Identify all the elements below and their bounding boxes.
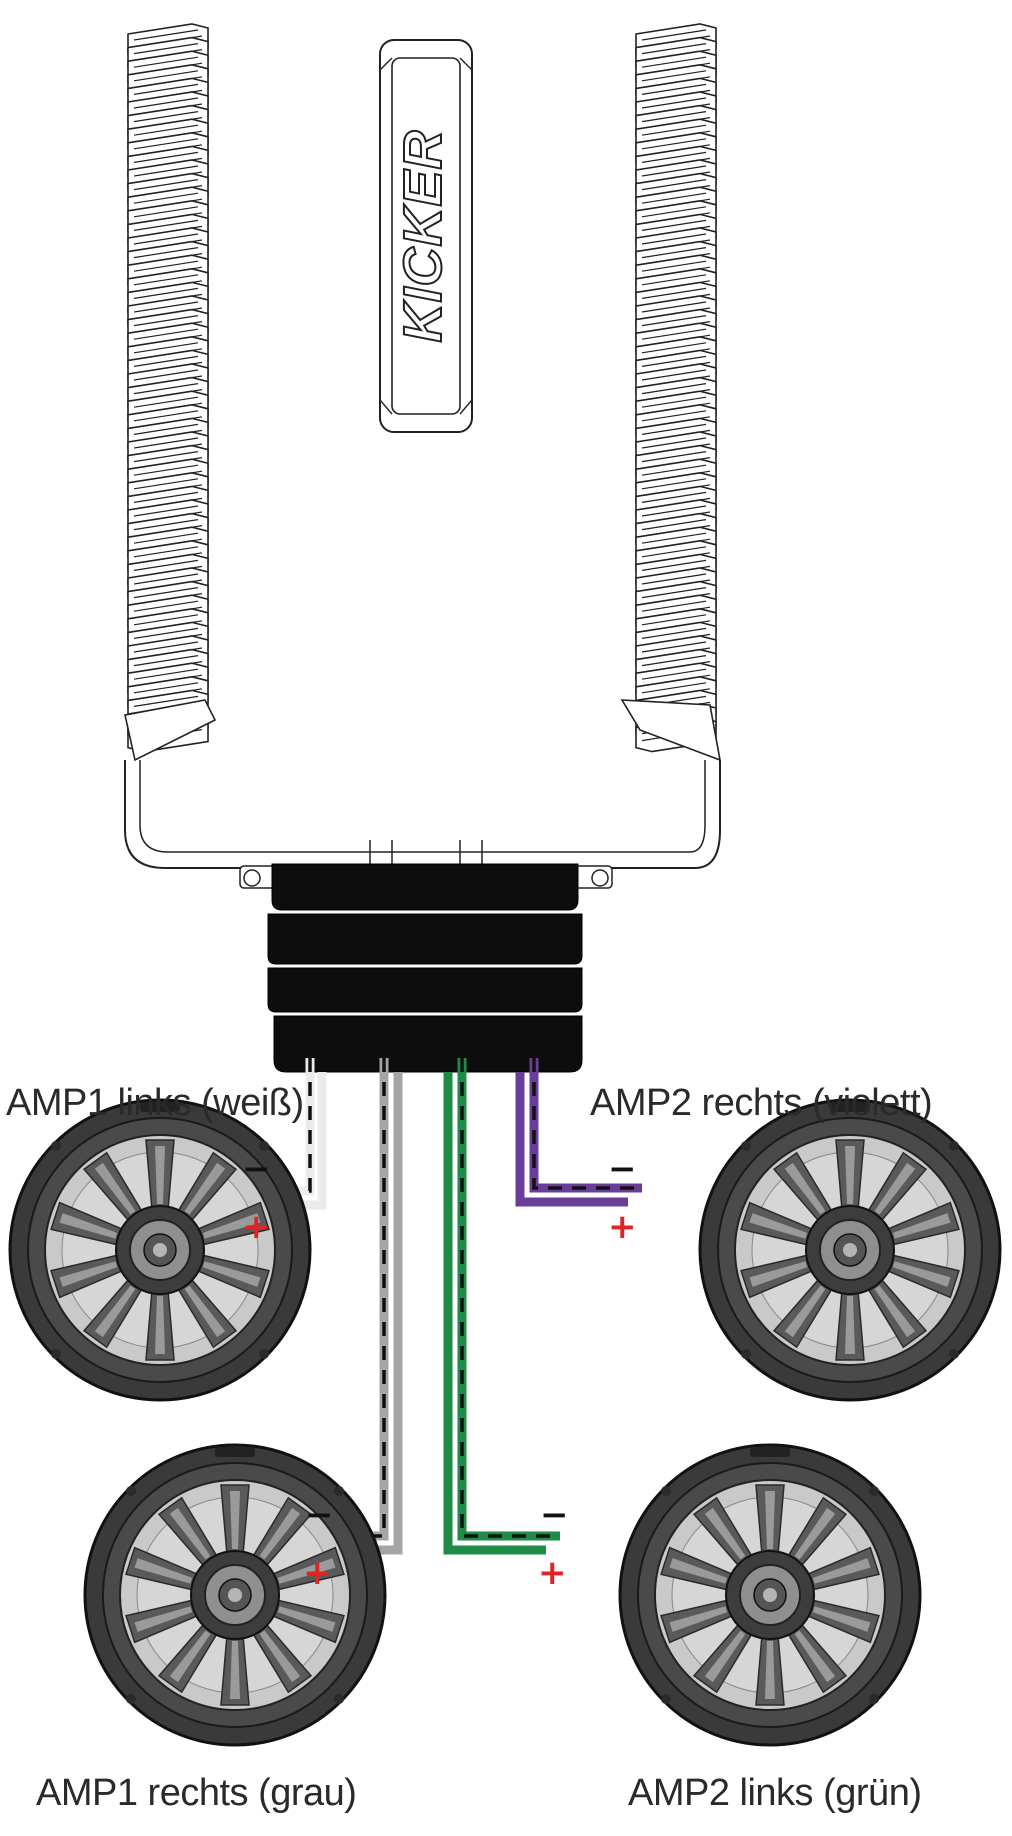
speaker-amp2-left	[618, 1443, 922, 1747]
speaker-amp2-right	[698, 1098, 1002, 1402]
terminal-positive-amp1-left: +	[242, 1207, 271, 1247]
label-amp1-left: AMP1 links (weiß)	[6, 1082, 304, 1124]
wire-positive	[443, 1072, 546, 1555]
wire-negative-stripe	[532, 1058, 642, 1190]
speaker-wires	[228, 1058, 642, 1555]
terminal-negative-amp1-right: −	[305, 1495, 334, 1535]
terminal-negative-amp2-left: −	[540, 1495, 569, 1535]
wire-positive	[515, 1072, 628, 1207]
terminal-positive-amp1-right: +	[303, 1553, 332, 1593]
amplifier-icon: KICKER	[124, 20, 722, 869]
terminal-negative-amp2-right: −	[608, 1149, 637, 1189]
terminal-negative-amp1-left: −	[242, 1149, 271, 1189]
speaker-amp1-left	[8, 1098, 312, 1402]
label-amp2-left: AMP2 links (grün)	[628, 1772, 922, 1814]
wire-negative-sheath	[457, 1058, 560, 1541]
speaker-icon	[618, 1443, 922, 1747]
terminal-positive-amp2-right: +	[608, 1207, 637, 1247]
speaker-amp1-right	[83, 1443, 387, 1747]
wire-harness	[239, 863, 613, 1073]
label-amp2-right: AMP2 rechts (violett)	[590, 1082, 933, 1124]
label-amp1-right: AMP1 rechts (grau)	[36, 1772, 357, 1814]
brand-logo: KICKER	[393, 129, 453, 342]
speaker-icon	[83, 1443, 387, 1747]
wire-negative-stripe	[460, 1058, 560, 1538]
speaker-icon	[8, 1098, 312, 1402]
terminal-positive-amp2-left: +	[538, 1553, 567, 1593]
wire-negative-stripe	[228, 1058, 312, 1193]
speaker-icon	[698, 1098, 1002, 1402]
